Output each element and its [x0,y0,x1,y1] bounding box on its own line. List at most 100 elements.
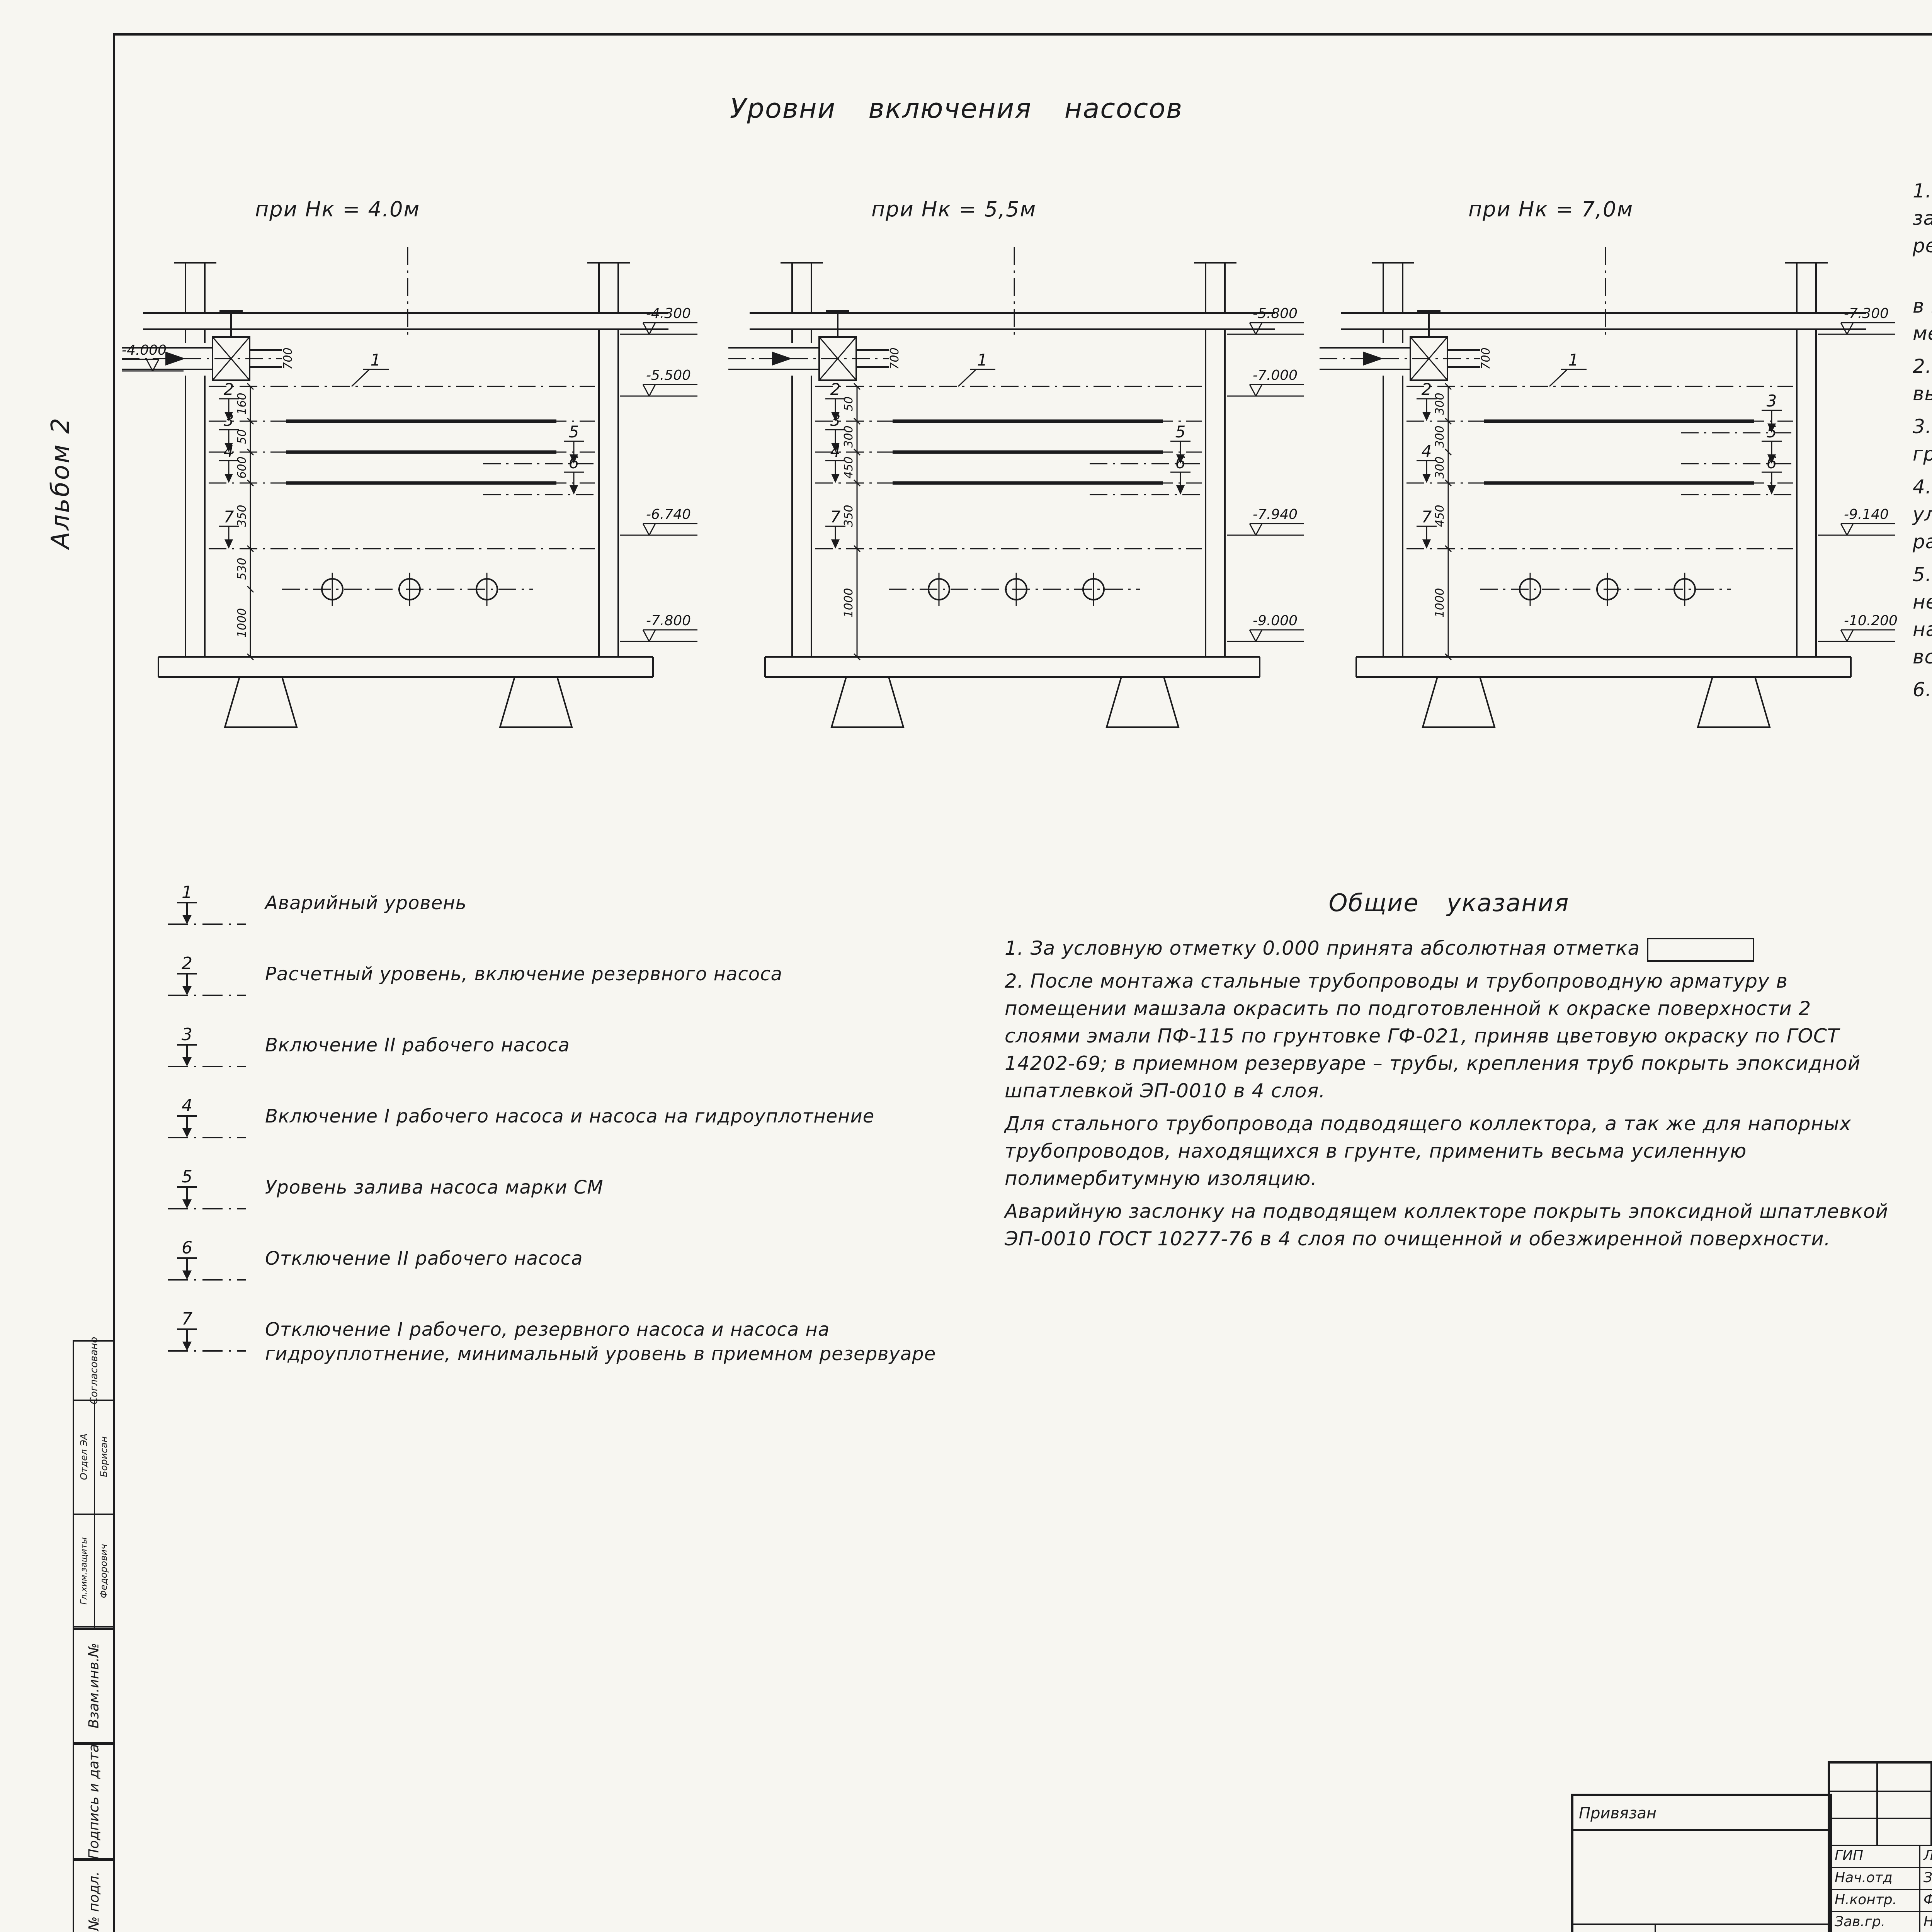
approval-dept: Гл.хим.защиты [79,1537,89,1605]
svg-text:1: 1 [182,883,192,902]
level-markers-left: 2 3 4 7 [825,380,845,549]
legend-item-6: 6 Отключение II рабочего насоса [162,1236,947,1294]
binding-note-3: 3. Уточнить производительность и напор о… [1913,415,1932,465]
svg-text:5: 5 [1175,422,1186,441]
person-name: Нарыжная [1923,1911,1932,1932]
level-mark-symbol: 6 [168,1238,246,1281]
tank-walls [185,329,619,657]
svg-text:450: 450 [1433,505,1447,527]
binding-note-6: 6. Разработать строительную часть камеры… [1913,679,1932,701]
pipe-diameter-label: 700 [1479,347,1493,369]
dimension-chain: 300 300 300 450 1000 [1433,383,1452,661]
datum-blank-box [1647,937,1755,962]
tank-floor [158,656,654,678]
level-lines [209,386,595,590]
drawing-frame [113,33,1932,1932]
svg-text:6: 6 [569,453,579,472]
elevation-marks-right: -7.300 -9.140 -10.200 [1818,306,1898,642]
svg-text:350: 350 [235,505,249,527]
svg-text:-5.800: -5.800 [1253,306,1298,321]
level-markers-right: 3 5 6 [1762,391,1782,495]
attached-block: Привязан Инв.№ [1571,1794,1832,1932]
elevation-marks-right: -5.800 -7.000 -7.940 -9.000 [1227,306,1304,642]
person-name: Лялюк [1923,1845,1932,1867]
binding-note-1b: При глубине заложения подводящего коллек… [1913,295,1932,345]
general-note-2: 2. После монтажа стальные трубопроводы и… [1005,970,1861,1102]
svg-text:3: 3 [830,411,841,430]
approval-name: Борисан [98,1436,109,1477]
level-mark-symbol: 5 [168,1167,246,1209]
level-markers-left: 2 4 7 [1417,380,1437,549]
person-name: Злотников [1923,1870,1932,1886]
approval-header: Согласовано [88,1337,100,1405]
top-structure [750,247,1275,336]
album-label: Альбом 2 [46,416,75,549]
person-name: Фомиль [1923,1889,1932,1911]
svg-text:160: 160 [235,393,249,415]
svg-text:300: 300 [1433,425,1447,447]
level-lines [1406,386,1793,590]
svg-text:-7.000: -7.000 [1253,367,1298,383]
svg-text:7: 7 [224,507,234,526]
role-label: Зав.гр. [1835,1914,1886,1930]
diagram-caption-2: при Нк = 5,5м [871,197,1037,221]
section-diagram-hk-7.0: 700 1 2 4 7 3 5 [1320,247,1898,728]
svg-text:-7.300: -7.300 [1844,306,1889,321]
level-marker-1: 1 [351,350,389,387]
inlet-pipe [1320,347,1480,370]
svg-text:350: 350 [842,505,855,527]
legend-item-text: Расчетный уровень, включение резервного … [265,963,782,985]
svg-text:6: 6 [1175,453,1186,472]
dimension-chain: 50 300 450 350 1000 [842,383,861,661]
level-marker-1: 1 [957,350,995,387]
svg-text:1000: 1000 [842,588,855,617]
title-block: ТП 902-1-170.91-ТХ ГИП Лялюк Нач.отд Зло… [1828,1761,1932,1932]
svg-text:3: 3 [224,411,234,430]
svg-text:6: 6 [182,1238,192,1258]
legend-item-text: Отключение II рабочего насоса [265,1248,583,1269]
svg-text:1: 1 [977,350,988,369]
binding-note-5: 5. При наличии вблизи насосной станции т… [1913,563,1932,668]
margin-stamp-podpis-data: Подпись и дата [73,1742,115,1861]
svg-text:7: 7 [1422,507,1432,526]
svg-text:4: 4 [1422,442,1432,461]
elevation-marks-right: -4.300 -5.500 -6.740 -7.800 [620,306,697,642]
approval-margin-table: Согласовано Отдел ЭА Борисан Гл.хим.защи… [73,1337,115,1630]
tank-floor [764,656,1260,678]
margin-stamp-vzam-inv: Взам.инв.№ [73,1626,115,1745]
legend-item-5: 5 Уровень залива насоса марки СМ [162,1165,947,1223]
general-notes: Общие указания 1. За условную отметку 0.… [1005,889,1893,1258]
gate-valve [212,310,250,381]
level-markers-right: 5 6 [564,422,584,495]
diagram-caption-3: при Нк = 7,0м [1468,197,1634,221]
svg-text:-7.800: -7.800 [646,613,691,629]
svg-text:300: 300 [1433,393,1447,415]
level-mark-symbol: 3 [168,1025,246,1067]
legend-item-1: 1 Аварийный уровень [162,881,947,939]
svg-text:1: 1 [1568,350,1579,369]
pipe-diameter-label: 700 [281,347,295,369]
attached-label: Привязан [1579,1804,1657,1822]
gate-valve [818,310,857,381]
legend-item-text: Отключение I рабочего, резервного насоса… [265,1319,936,1365]
binding-note-4: 4. Подводящий коллектор на участке от ко… [1913,476,1932,553]
svg-text:-9.000: -9.000 [1253,613,1298,629]
legend-item-2: 2 Расчетный уровень, включение резервног… [162,952,947,1010]
legend-item-3: 3 Включение II рабочего насоса [162,1023,947,1081]
svg-text:1000: 1000 [1433,588,1447,617]
svg-text:50: 50 [235,429,249,444]
svg-text:450: 450 [842,456,855,478]
svg-text:-6.740: -6.740 [646,507,691,522]
level-mark-symbol: 1 [168,883,246,925]
elevation-mark-left: -4.000 [122,342,184,372]
section-diagram-hk-5.5: 700 1 2 3 4 7 5 [728,247,1304,728]
general-note-1: 1. За условную отметку 0.000 принята абс… [1005,935,1893,962]
level-mark-symbol: 2 [168,954,246,996]
inlet-pipe [122,347,282,370]
svg-text:300: 300 [842,425,855,447]
approval-name: Федорович [98,1544,109,1598]
svg-text:3: 3 [1767,391,1777,410]
inlet-pipe [728,347,889,370]
diagram-caption-1: при Нк = 4.0м [255,197,420,221]
